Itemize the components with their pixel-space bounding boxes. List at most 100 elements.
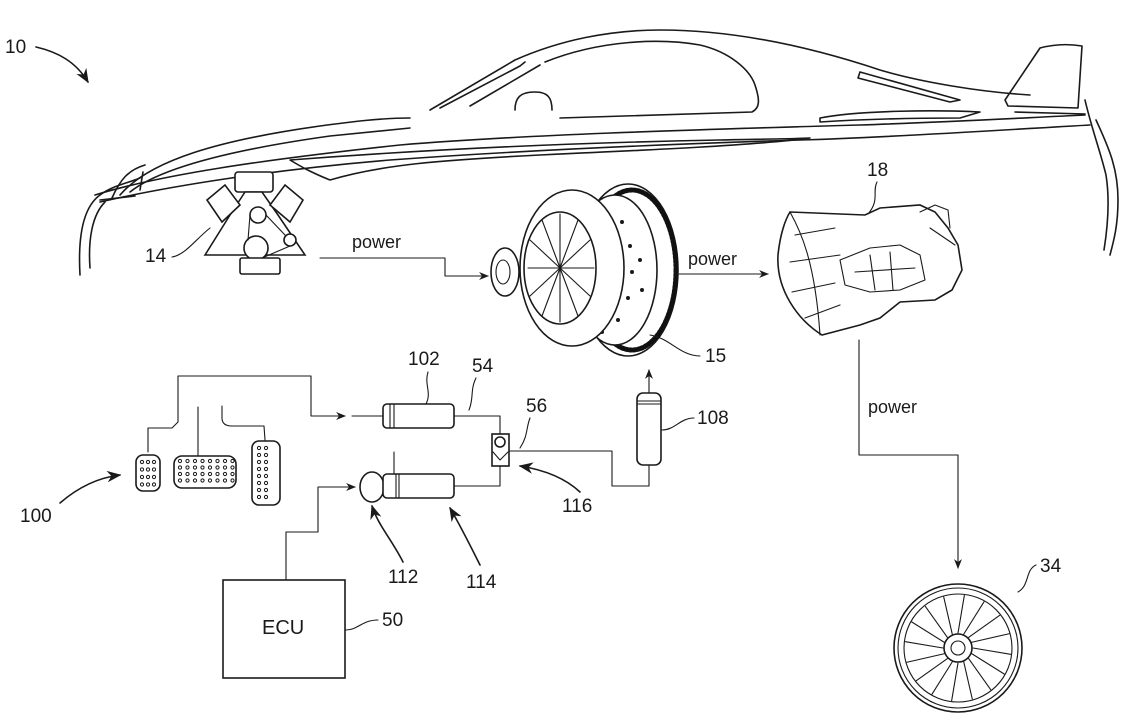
- pedal-tread-dot: [151, 474, 157, 480]
- wheel-spokes: [904, 594, 1012, 702]
- pedal-tread-dot: [222, 478, 228, 483]
- engine-pulley-side: [283, 233, 297, 247]
- ref-label-master-cylinder: 102: [408, 349, 440, 370]
- pedal-tread-dot: [145, 482, 151, 487]
- pedal-tread-dot: [151, 482, 157, 487]
- pedal-tread-dot: [230, 471, 235, 477]
- pedal-tread-dot: [263, 487, 269, 493]
- pedal-tread-dot: [185, 458, 190, 464]
- pedal-tread-dot: [151, 459, 157, 465]
- hydraulic-line-56: [508, 450, 650, 487]
- ref-label-valve: 116: [562, 496, 592, 517]
- pedal-tread-dot: [230, 458, 235, 464]
- ref-34-leader: [1017, 564, 1037, 593]
- car-mirror: [514, 91, 553, 111]
- transmission-housing: [777, 204, 963, 336]
- pedal-tread-dot: [215, 465, 220, 470]
- pedal-tread-dot: [185, 471, 190, 477]
- valve: 56 116: [491, 396, 650, 517]
- engine: 14: [145, 171, 307, 275]
- pedal-tread-dot: [256, 473, 262, 479]
- slave-piston: [636, 400, 662, 405]
- ref-label-wheel: 34: [1040, 556, 1062, 577]
- clutch: 15: [490, 183, 726, 367]
- wheel-spoke: [957, 594, 965, 634]
- ref-116-arrow: [518, 462, 581, 493]
- power-label-transmission-wheel: power: [868, 397, 917, 417]
- pedal-tread-dot: [207, 458, 213, 464]
- pedal-tread-dot: [177, 478, 183, 483]
- motor: [359, 471, 385, 503]
- ref-label-slave-cylinder: 108: [697, 408, 729, 429]
- clutch-bearing-inner: [495, 259, 511, 285]
- ref-10-arrow: [35, 46, 89, 84]
- pedal-tread-dot: [192, 478, 198, 483]
- engine-head-left: [205, 183, 242, 224]
- pedal-tread-dot: [263, 466, 269, 472]
- clutch-release-bearing: [490, 247, 520, 297]
- pedal-tread-dot: [185, 465, 190, 470]
- pedal-tread-dot: [215, 471, 220, 477]
- wheel-spoke: [963, 661, 973, 700]
- power-arrow-transmission-wheel: [858, 339, 962, 569]
- power-label-clutch-transmission: power: [688, 249, 737, 269]
- actuator-piston: [395, 473, 400, 499]
- pedal-tread-dot: [151, 467, 157, 472]
- pedal-tread-dot: [192, 465, 198, 470]
- wheel-spoke: [943, 596, 953, 635]
- wheel-hub: [943, 633, 973, 663]
- pedal-tread-dot: [256, 445, 262, 451]
- wheel-spoke: [968, 658, 992, 691]
- transmission-shifter: [919, 204, 956, 246]
- flow-clutch-to-transmission: power: [674, 249, 769, 278]
- car-a-pillar: [439, 61, 526, 109]
- pedal-tread-dot: [256, 452, 262, 458]
- car-windshield: [469, 64, 541, 107]
- pedal-tread-dot: [139, 467, 145, 472]
- pedal-link-line: [147, 375, 346, 453]
- flow-transmission-to-wheel: power: [858, 339, 962, 569]
- ref-label-ecu: 50: [382, 610, 403, 631]
- pedal-tread-dot: [263, 445, 269, 451]
- pedal-tread-dot: [139, 482, 145, 487]
- pedal-tread-dot: [200, 458, 205, 464]
- wheel-spoke: [968, 614, 1001, 638]
- engine-oil-pan: [239, 257, 281, 275]
- ref-108-leader: [661, 417, 695, 431]
- wheel: 34: [893, 556, 1062, 713]
- ref-112-arrow: [370, 504, 404, 563]
- ref-54-leader: [468, 377, 477, 411]
- ref-label-line-54: 54: [472, 356, 494, 377]
- car-front-bumper: [78, 177, 141, 276]
- pedal-tread-dot: [256, 494, 262, 500]
- clutch-spokes: [527, 213, 595, 323]
- wheel-spoke: [951, 662, 959, 702]
- ref-15-leader: [649, 334, 701, 357]
- wheel-spoke: [971, 653, 1005, 675]
- ecu-label: ECU: [262, 617, 304, 639]
- master-piston: [389, 403, 395, 429]
- car-spoiler-base: [1014, 111, 1086, 115]
- ref-50-leader: [345, 619, 379, 631]
- pedal-tread-dot: [145, 467, 151, 472]
- pedal-tread-dot: [222, 471, 228, 477]
- engine-pulley-top: [249, 206, 267, 224]
- pedal-tread-dot: [222, 458, 228, 464]
- pedal-tread-dot: [192, 471, 198, 477]
- valve-ball: [494, 436, 506, 448]
- actuator-cylinder-body: [382, 473, 455, 499]
- ref-label-clutch: 15: [705, 346, 726, 367]
- car-rear-end: [1084, 99, 1109, 251]
- master-cylinder: 102 54: [351, 349, 501, 435]
- pedal-tread-dot: [215, 478, 220, 483]
- pedal-dots: [139, 445, 269, 500]
- car-headlight-edge: [139, 171, 144, 191]
- car-outline: [78, 29, 1119, 276]
- car-hood-line: [119, 117, 411, 196]
- pedal-tread-dot: [263, 480, 269, 486]
- wheel-spoke: [915, 658, 948, 682]
- transmission-bell-edge: [789, 211, 821, 336]
- pedal-tread-dot: [207, 478, 213, 483]
- ref-10-group: 10: [5, 37, 89, 84]
- car-spoiler: [1004, 43, 1083, 109]
